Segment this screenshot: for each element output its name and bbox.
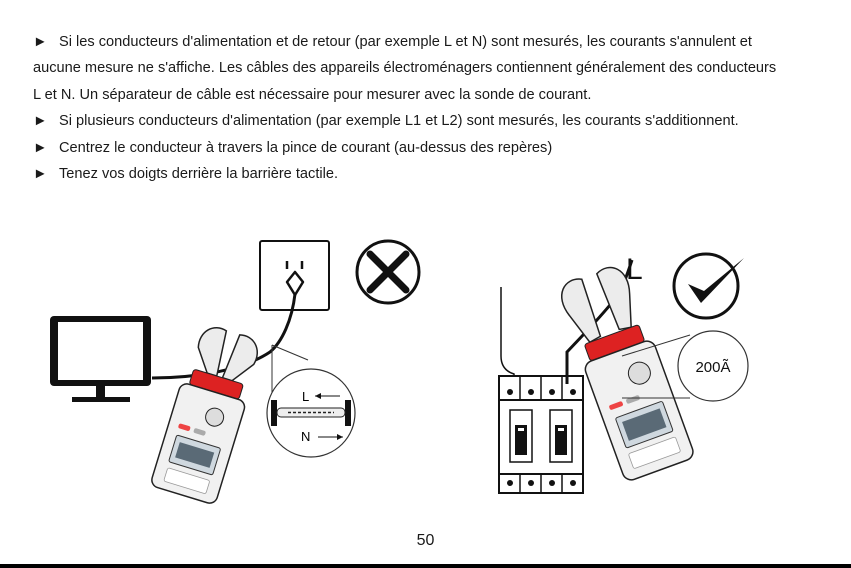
paragraph-1-line-3: L et N. Un séparateur de câble est néces… [33, 86, 592, 103]
paragraph-2: ►Si plusieurs conducteurs d'alimentation… [33, 108, 833, 134]
paragraph-4: ►Tenez vos doigts derrière la barrière t… [33, 161, 833, 187]
left-illustration: L N [50, 239, 421, 504]
bottom-rule [0, 564, 851, 568]
bullet-icon: ► [33, 139, 48, 156]
right-illustration: L 200Ã [498, 252, 749, 494]
monitor-icon [50, 316, 151, 402]
reading-callout: 200Ã [677, 330, 749, 402]
instructions-text: ►Si les conducteurs d'alimentation et de… [33, 29, 833, 187]
bullet-icon: ► [33, 113, 48, 130]
label-n: N [301, 429, 310, 444]
paragraph-3: ►Centrez le conducteur à travers la pinc… [33, 135, 833, 161]
clamp-meter-right [560, 266, 694, 481]
wall-outlet-icon [259, 240, 330, 311]
conductor-label-l: L [626, 253, 643, 286]
breaker-icon [498, 287, 584, 494]
bullet-icon: ► [33, 34, 48, 50]
paragraph-1-line-1: ►Si les conducteurs d'alimentation et de… [33, 29, 833, 55]
cross-circle-icon [355, 239, 421, 305]
paragraph-1-line-2: aucune mesure ne s'affiche. Les câbles d… [33, 60, 777, 77]
reading-value: 200Ã [695, 359, 730, 376]
check-circle-icon [672, 252, 744, 320]
clamp-meter-left [151, 327, 258, 504]
label-l: L [302, 389, 309, 404]
cable-separator-callout: L N [266, 368, 356, 458]
bullet-icon: ► [33, 166, 48, 183]
page-number: 50 [416, 532, 435, 549]
